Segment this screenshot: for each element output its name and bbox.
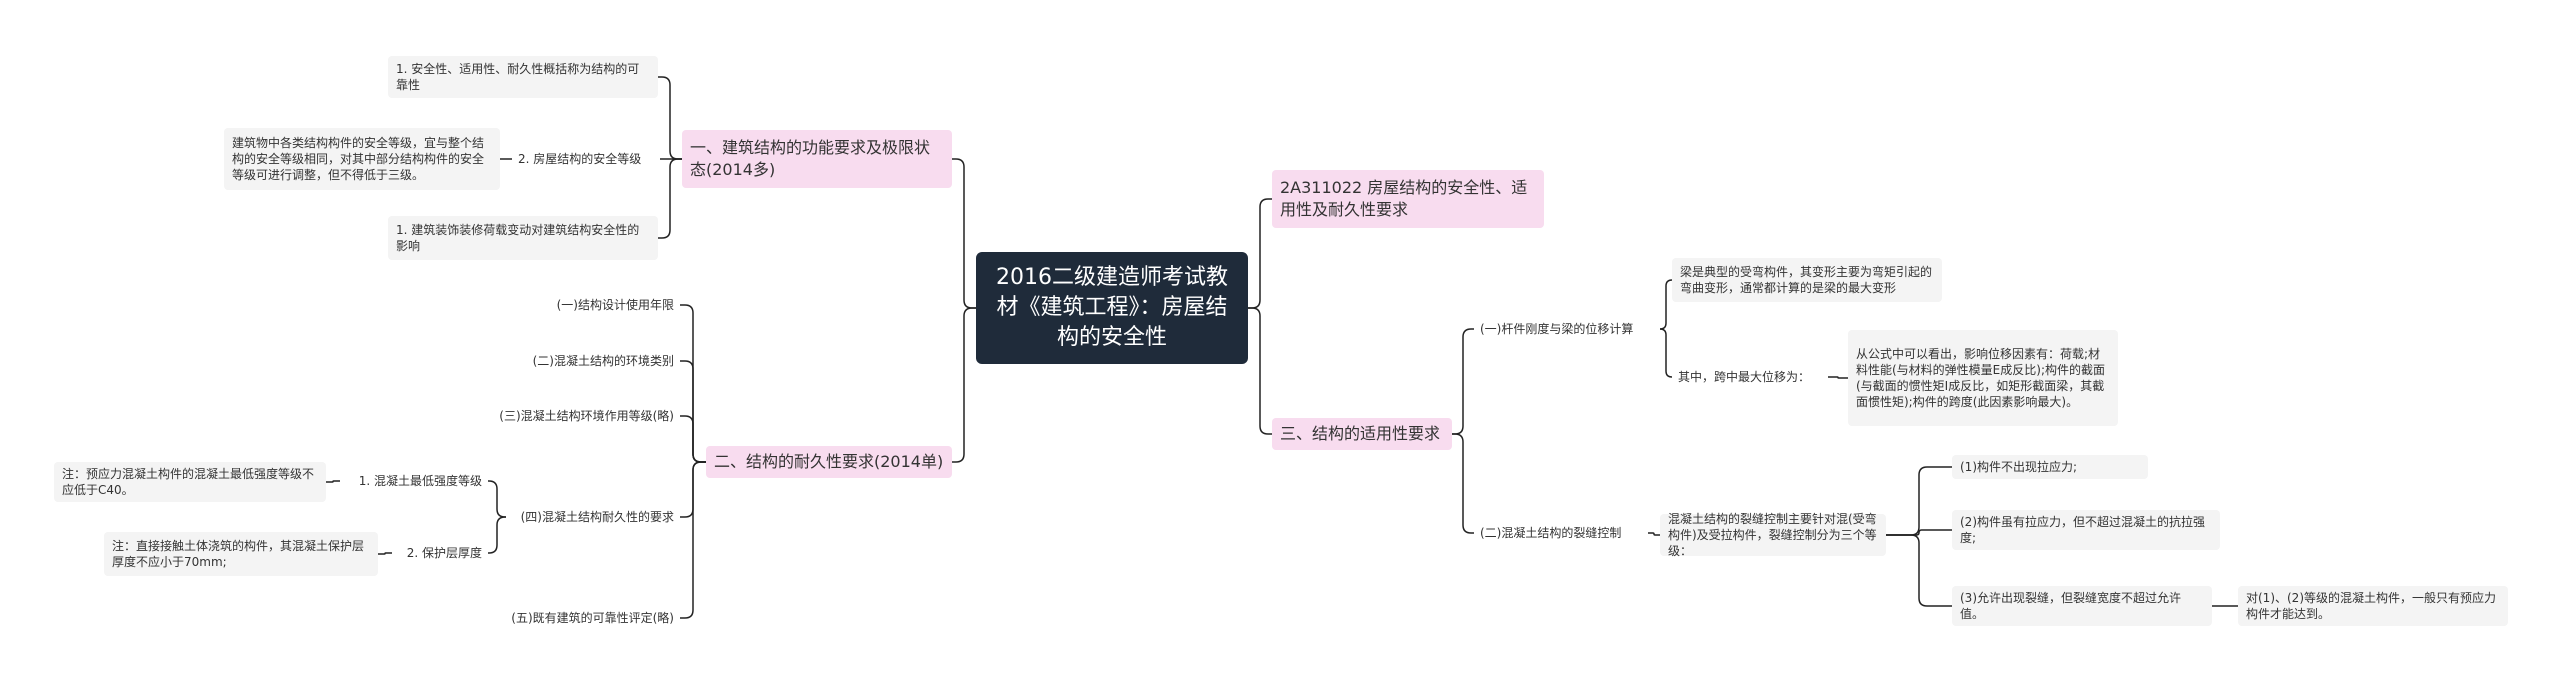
connector-line [1886,466,1952,536]
connector-line [488,480,506,518]
node-safety-grade[interactable]: 2. 房屋结构的安全等级 [518,151,642,166]
connector-line [952,158,976,309]
node-existing-building[interactable]: (五)既有建筑的可靠性评定(略) [511,610,674,625]
connector-line [680,461,706,518]
branch-durability[interactable]: 二、结构的耐久性要求(2014单) [706,446,952,478]
connector-line [658,76,682,160]
node-max-midspan-displacement[interactable]: 其中，跨中最大位移为： [1678,369,1811,384]
leaf-grade-3[interactable]: (3)允许出现裂缝，但裂缝宽度不超过允许值。 [1952,586,2212,626]
leaf-grade-1[interactable]: (1)构件不出现拉应力; [1952,455,2148,479]
connector-line [658,158,682,239]
connector-line [680,304,706,463]
connector-line [680,461,706,619]
connector-line [488,516,506,554]
note-displacement-factors[interactable]: 从公式中可以看出，影响位移因素有：荷载;材料性能(与材料的弹性模量E成反比);构… [1848,330,2118,426]
note-cover-thickness[interactable]: 注：直接接触土体浇筑的构件，其混凝土保护层厚度不应小于70mm; [104,532,378,576]
connector-line [378,552,392,555]
node-cover-thickness[interactable]: 2. 保护层厚度 [406,545,482,560]
leaf-beam-deflection[interactable]: 梁是典型的受弯构件，其变形主要为弯矩引起的弯曲变形，通常都计算的是梁的最大变形 [1672,258,1942,302]
note-safety-grade[interactable]: 建筑物中各类结构构件的安全等级，宜与整个结构的安全等级相同，对其中部分结构构件的… [224,128,500,190]
node-durability-requirements[interactable]: (四)混凝土结构耐久性的要求 [520,509,674,524]
connector-line [680,415,706,463]
connector-line [1886,534,1952,607]
connector-line [1452,433,1474,534]
connector-line [1648,532,1660,536]
node-environment-grade[interactable]: (三)混凝土结构环境作用等级(略) [499,408,674,423]
leaf-crack-grades[interactable]: 混凝土结构的裂缝控制主要针对混(受弯构件)及受拉构件，裂缝控制分为三个等级： [1660,512,1886,558]
leaf-grade-2[interactable]: (2)构件虽有拉应力，但不超过混凝土的抗拉强度; [1952,510,2220,550]
connector-line [1828,376,1848,379]
connector-line [1659,279,1673,330]
node-min-strength[interactable]: 1. 混凝土最低强度等级 [358,473,482,488]
node-environment-class[interactable]: (二)混凝土结构的环境类别 [532,353,674,368]
branch-functional-requirements[interactable]: 一、建筑结构的功能要求及极限状态(2014多) [682,130,952,188]
connector-line [680,360,706,463]
note-prestressed[interactable]: 对(1)、(2)等级的混凝土构件，一般只有预应力构件才能达到。 [2238,586,2508,626]
root-topic[interactable]: 2016二级建造师考试教材《建筑工程》：房屋结构的安全性 [976,252,1248,364]
leaf-decoration-load[interactable]: 1. 建筑装饰装修荷载变动对建筑结构安全性的影响 [388,216,658,260]
branch-2a311022[interactable]: 2A311022 房屋结构的安全性、适用性及耐久性要求 [1272,170,1544,228]
leaf-reliability[interactable]: 1. 安全性、适用性、耐久性概括称为结构的可靠性 [388,56,658,98]
node-crack-control[interactable]: (二)混凝土结构的裂缝控制 [1480,525,1622,540]
connector-line [1886,529,1952,536]
note-min-strength[interactable]: 注：预应力混凝土构件的混凝土最低强度等级不应低于C40。 [54,462,326,502]
connector-line [1248,198,1272,309]
node-design-life[interactable]: (一)结构设计使用年限 [556,297,674,312]
connector-line [1452,328,1474,435]
connector-line [326,480,340,483]
connector-line [1248,307,1272,435]
node-stiffness-displacement[interactable]: (一)杆件刚度与梁的位移计算 [1480,321,1634,336]
branch-serviceability[interactable]: 三、结构的适用性要求 [1272,418,1452,450]
connector-line [952,307,976,463]
connector-line [1659,328,1673,378]
